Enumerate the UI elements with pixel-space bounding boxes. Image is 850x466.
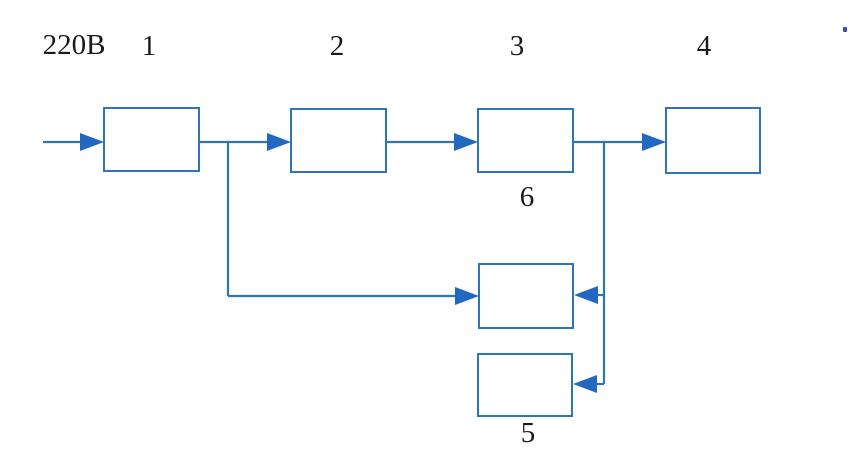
block-1-label: 1 <box>141 30 157 62</box>
arrowhead-into-block4 <box>642 133 666 151</box>
arrowhead-into-block3 <box>454 133 478 151</box>
block-5-label: 5 <box>520 417 536 449</box>
block-2-label: 2 <box>329 30 345 62</box>
block-4-label: 4 <box>696 30 712 62</box>
arrowhead-into-block6-left <box>455 287 479 305</box>
input-voltage-label: 220В <box>42 29 106 61</box>
block-6-box <box>478 263 574 329</box>
block-1-box <box>103 107 200 172</box>
block-2-box <box>290 108 387 173</box>
block-6-label: 6 <box>519 181 535 213</box>
block-3-box <box>477 108 574 173</box>
block-3-label: 3 <box>509 30 525 62</box>
arrowhead-into-block5-right <box>573 375 597 393</box>
arrowhead-into-block6-right <box>574 286 598 304</box>
block-5-box <box>477 353 573 417</box>
arrowhead-into-block2 <box>267 133 291 151</box>
arrowhead-into-block1 <box>80 133 104 151</box>
stray-mark <box>843 27 847 32</box>
block-4-box <box>665 107 761 174</box>
